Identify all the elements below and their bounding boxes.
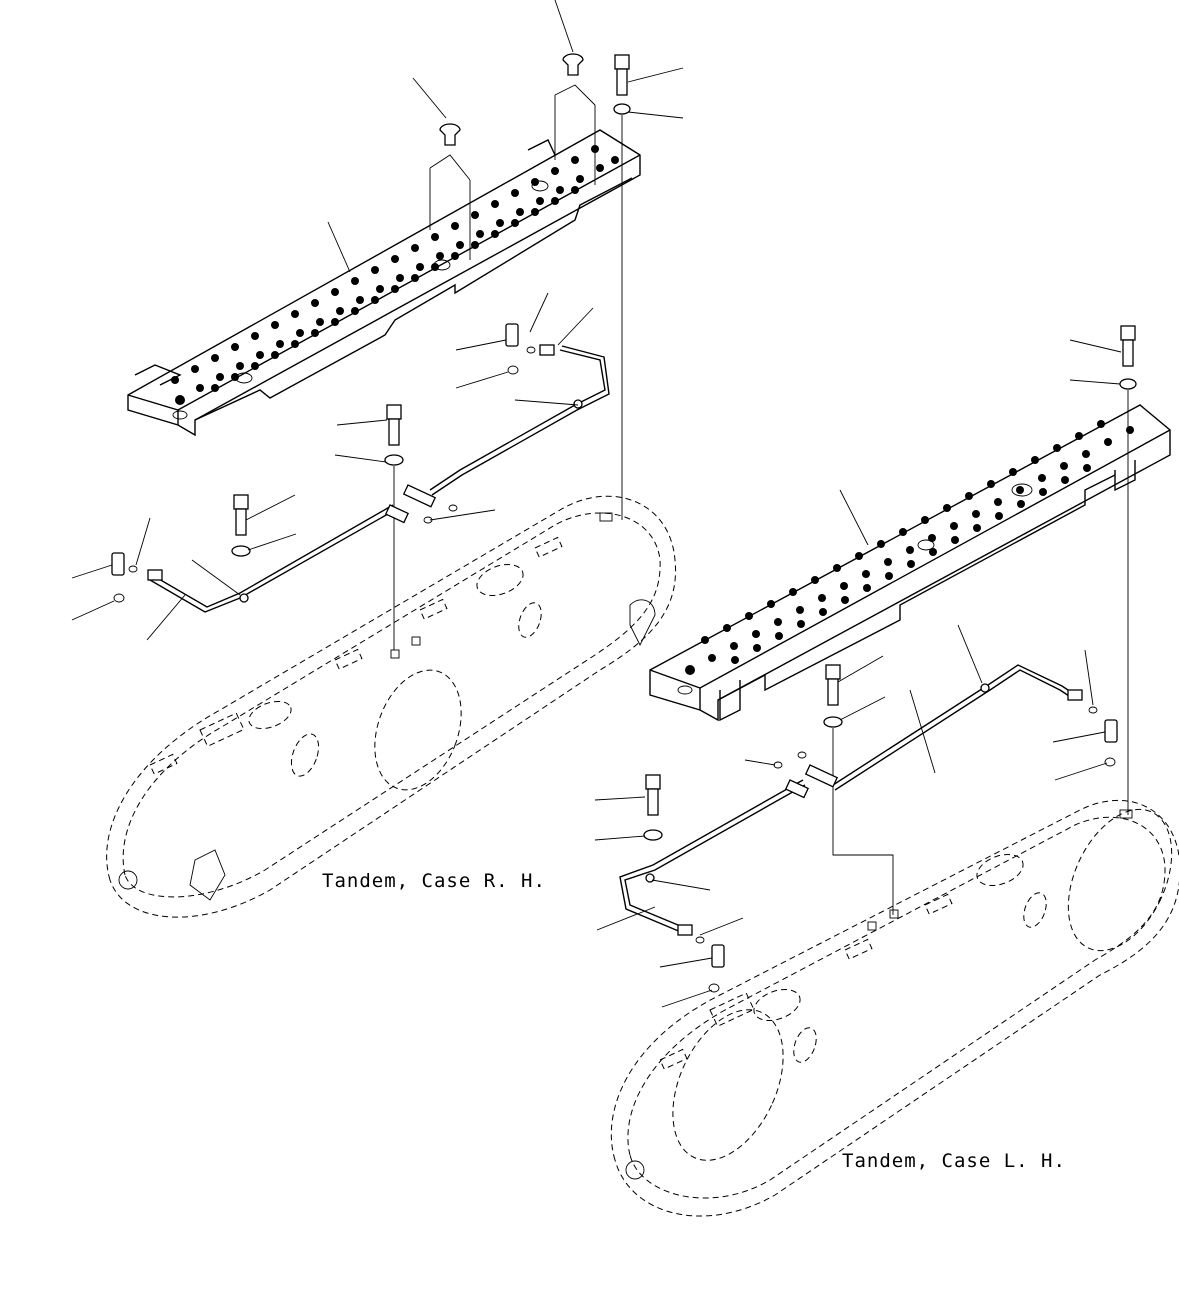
tandem-case-rh-label: Tandem, Case R. H. xyxy=(322,870,546,892)
step-plate-lh xyxy=(649,404,1171,722)
step-plate-rh xyxy=(127,129,641,437)
tandem-case-lh-label: Tandem, Case L. H. xyxy=(842,1150,1066,1172)
leader-lines-rh xyxy=(71,0,684,641)
hardware-rh xyxy=(111,53,631,650)
tandem-case-lh xyxy=(610,799,1179,1217)
leader-lines-lh xyxy=(594,339,1122,1008)
tandem-case-rh xyxy=(106,495,677,918)
hardware-lh xyxy=(619,325,1137,993)
